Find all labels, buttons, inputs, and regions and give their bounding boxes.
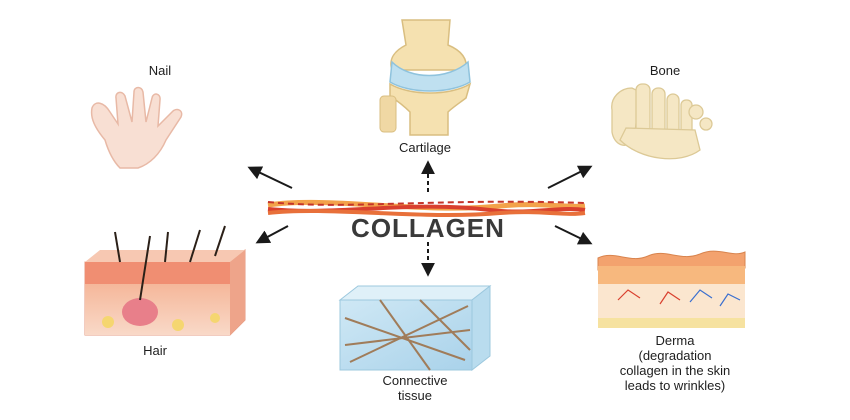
derma-label: Derma (degradation collagen in the skin … bbox=[590, 333, 760, 393]
bone-label: Bone bbox=[649, 63, 681, 78]
hair-skin-illustration bbox=[84, 225, 246, 336]
connective-tissue-illustration bbox=[338, 284, 492, 372]
arrow-to-bone bbox=[547, 165, 593, 189]
foot-bones-illustration bbox=[611, 83, 713, 160]
connective-tissue-label: Connective tissue bbox=[350, 373, 480, 403]
collagen-fiber bbox=[267, 199, 586, 217]
derma-label-line4: leads to wrinkles) bbox=[624, 378, 726, 393]
collagen-title: COLLAGEN bbox=[351, 213, 505, 243]
connective-label-line2: tissue bbox=[398, 388, 432, 403]
hair-label: Hair bbox=[143, 343, 167, 358]
arrow-to-derma bbox=[554, 225, 593, 245]
derma-label-line3: collagen in the skin bbox=[619, 363, 731, 378]
connective-label-line1: Connective bbox=[382, 373, 448, 388]
arrow-to-nail bbox=[247, 166, 293, 189]
knee-illustration bbox=[379, 19, 472, 136]
nail-label: Nail bbox=[148, 63, 172, 78]
arrow-to-hair bbox=[255, 225, 289, 244]
hand-illustration bbox=[90, 86, 183, 169]
derma-label-line2: (degradation bbox=[638, 348, 712, 363]
derma-illustration bbox=[597, 250, 746, 328]
arrows bbox=[247, 160, 593, 277]
derma-label-line1: Derma bbox=[655, 333, 695, 348]
cartilage-label: Cartilage bbox=[398, 140, 452, 155]
